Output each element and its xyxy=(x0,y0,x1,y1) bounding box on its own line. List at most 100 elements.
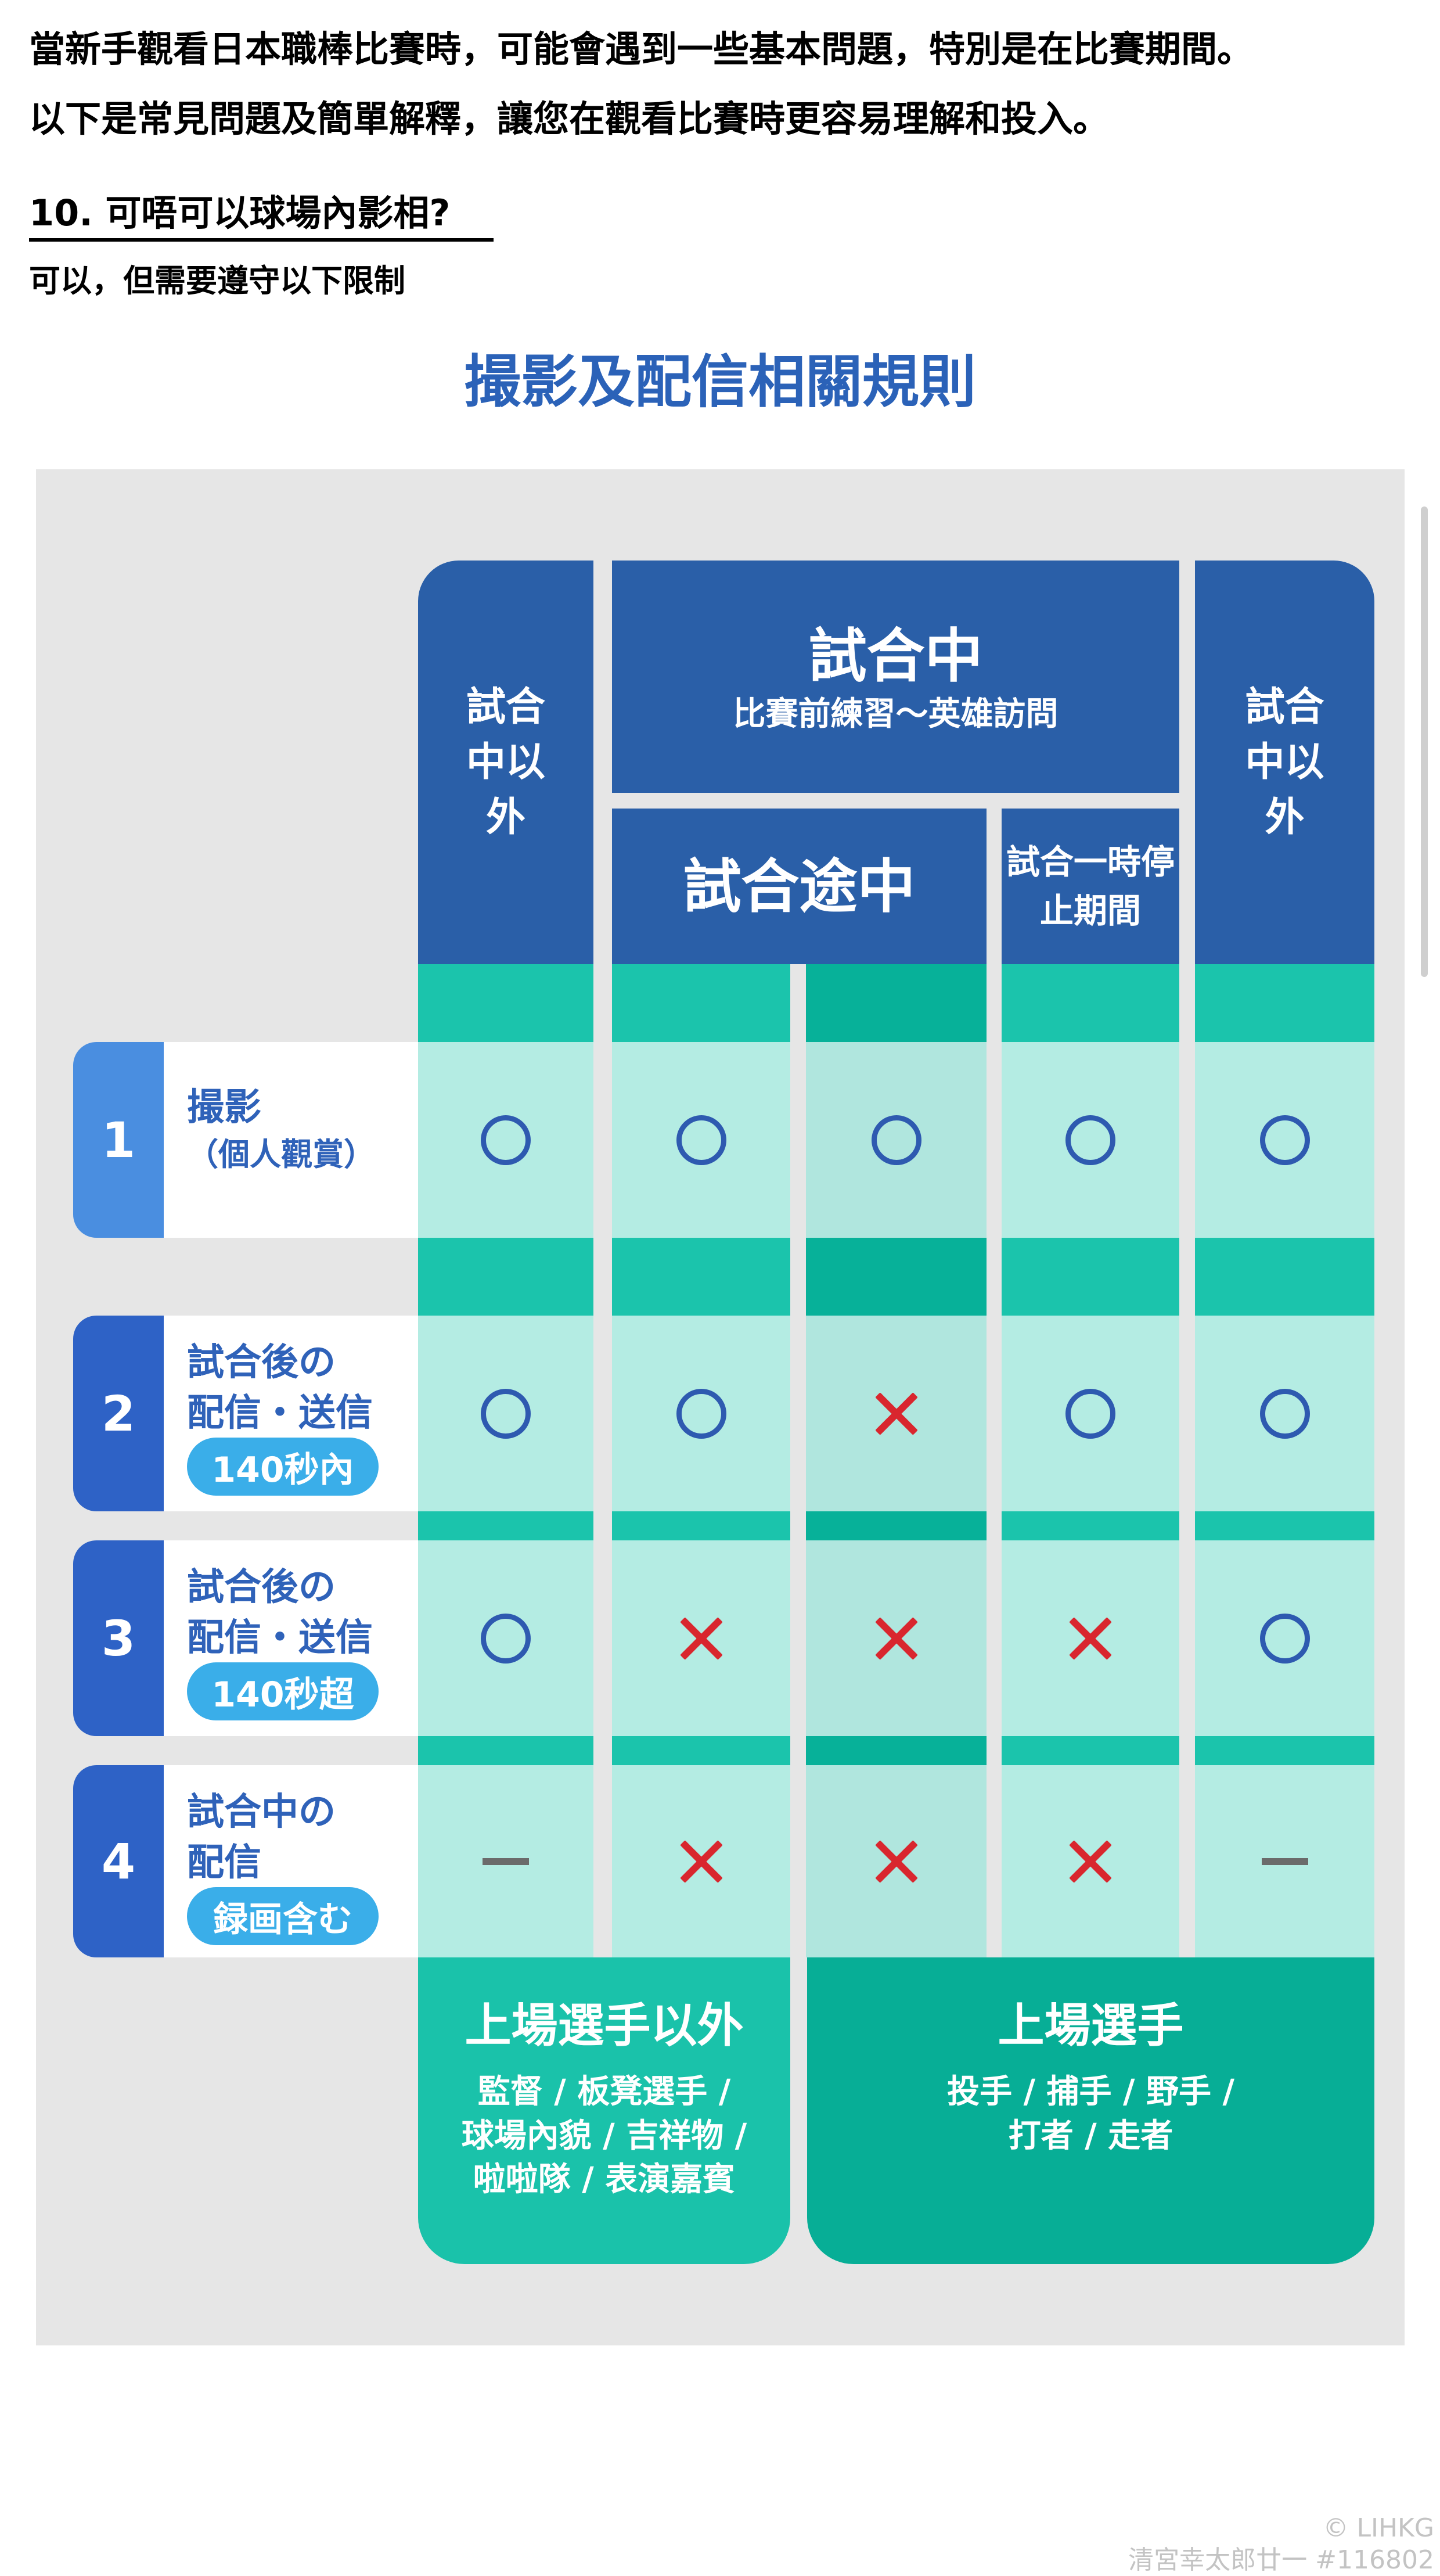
row-separator-strip xyxy=(418,964,593,1042)
footer-players-line: 打者 / 走者 xyxy=(1008,2117,1173,2155)
forbidden-cross-icon xyxy=(873,1615,920,1662)
rule-cell xyxy=(806,1765,987,1957)
row-label-line: 配信・送信 xyxy=(187,1392,373,1435)
watermark: © LIHKG 清宮幸太郎廿一 #116802 xyxy=(1086,2512,1434,2576)
footer-non-players-title: 上場選手以外 xyxy=(465,1999,744,2053)
time-limit-pill: 録画含む xyxy=(187,1887,379,1945)
allowed-circle-icon xyxy=(481,1613,531,1664)
row-separator-strip xyxy=(612,1238,790,1316)
intro-line-1: 當新手觀看日本職棒比賽時，可能會遇到一些基本問題，特別是在比賽期間。 xyxy=(29,28,1254,70)
header-outside-left: 試合中以外 xyxy=(418,561,593,964)
header-outside-left-label: 試合中以外 xyxy=(466,684,545,841)
row-label-line: 配信・送信 xyxy=(187,1616,373,1660)
allowed-circle-icon xyxy=(481,1115,531,1165)
row-separator-strip xyxy=(1195,1238,1374,1316)
question-title: 10. 可唔可以球場內影相? xyxy=(29,192,451,234)
header-outside-right-label: 試合中以外 xyxy=(1245,684,1324,841)
rule-cell xyxy=(1002,1540,1179,1736)
footer-non-players-line: 啦啦隊 / 表演嘉賓 xyxy=(473,2161,736,2199)
rules-heading: 撮影及配信相關規則 xyxy=(463,349,976,415)
footer-non-players-line: 球場內貌 / 吉祥物 / xyxy=(461,2117,747,2155)
row-separator-strip xyxy=(1002,1736,1179,1765)
row-label-line: （個人觀賞） xyxy=(187,1136,375,1173)
row-separator-strip xyxy=(1195,1511,1374,1540)
footer-non-players: 上場選手以外 監督 / 板凳選手 / 球場內貌 / 吉祥物 / 啦啦隊 / 表演… xyxy=(418,1957,790,2264)
rule-cell xyxy=(612,1316,790,1511)
row-separator-strip xyxy=(418,1238,593,1316)
footer-players-title: 上場選手 xyxy=(998,1999,1184,2053)
allowed-circle-icon xyxy=(1259,1613,1310,1664)
forbidden-cross-icon xyxy=(873,1838,920,1885)
row-separator-strip xyxy=(806,1736,987,1765)
header-in-play-label: 試合途中 xyxy=(683,852,916,921)
scrollbar[interactable] xyxy=(1421,506,1428,977)
row-separator-strip xyxy=(806,964,987,1042)
rule-cell xyxy=(418,1540,593,1736)
rule-cell xyxy=(1002,1765,1179,1957)
header-in-game-title: 試合中 xyxy=(808,622,983,690)
not-applicable-dash-icon xyxy=(483,1858,529,1865)
question-answer: 可以，但需要遵守以下限制 xyxy=(29,263,405,299)
allowed-circle-icon xyxy=(676,1388,726,1439)
allowed-circle-icon xyxy=(676,1115,726,1165)
allowed-circle-icon xyxy=(1065,1388,1115,1439)
row-number: 2 xyxy=(73,1316,164,1511)
rule-cell xyxy=(612,1765,790,1957)
forbidden-cross-icon xyxy=(1067,1615,1114,1662)
row-number: 1 xyxy=(73,1042,164,1238)
intro-line-2: 以下是常見問題及簡單解釋，讓您在觀看比賽時更容易理解和投入。 xyxy=(29,98,1110,140)
row-number: 3 xyxy=(73,1540,164,1736)
footer-non-players-line: 監督 / 板凳選手 / xyxy=(477,2073,731,2111)
header-in-game: 試合中 比賽前練習～英雄訪問 xyxy=(612,561,1179,793)
row-label-title: 試合中の配信 xyxy=(187,1787,336,1888)
row-separator-strip xyxy=(1195,1736,1374,1765)
allowed-circle-icon xyxy=(1259,1388,1310,1439)
row-separator-strip xyxy=(612,1511,790,1540)
rule-cell xyxy=(418,1316,593,1511)
row-separator-strip xyxy=(806,1511,987,1540)
row-label-line: 試合中の xyxy=(187,1791,336,1834)
time-limit-pill: 140秒內 xyxy=(187,1438,379,1496)
row-label-line: 配信 xyxy=(187,1841,261,1885)
row-separator-strip xyxy=(1002,964,1179,1042)
rule-cell xyxy=(612,1540,790,1736)
row-number: 4 xyxy=(73,1765,164,1957)
rule-cell xyxy=(1195,1042,1374,1238)
row-label: 試合中の配信録画含む xyxy=(164,1765,418,1957)
row-label-title: 試合後の配信・送信 xyxy=(187,1562,373,1664)
header-in-game-subtitle: 比賽前練習～英雄訪問 xyxy=(733,695,1059,733)
rule-cell xyxy=(612,1042,790,1238)
row-separator-strip xyxy=(418,1736,593,1765)
rule-cell xyxy=(1195,1540,1374,1736)
header-pause: 試合一時停止期間 xyxy=(1002,809,1179,964)
row-separator-strip xyxy=(612,1736,790,1765)
row-label-line: 試合後の xyxy=(187,1341,336,1384)
rule-cell xyxy=(418,1765,593,1957)
header-pause-label: 試合一時停止期間 xyxy=(1006,842,1175,930)
row-separator-strip xyxy=(806,1238,987,1316)
allowed-circle-icon xyxy=(1065,1115,1115,1165)
rule-cell xyxy=(806,1042,987,1238)
forbidden-cross-icon xyxy=(678,1838,725,1885)
rule-cell xyxy=(806,1540,987,1736)
row-label-line: 撮影 xyxy=(187,1086,261,1129)
row-label-title: 試合後の配信・送信 xyxy=(187,1338,373,1439)
footer-players-line: 投手 / 捕手 / 野手 / xyxy=(947,2073,1234,2111)
forbidden-cross-icon xyxy=(678,1615,725,1662)
footer-non-players-desc: 監督 / 板凳選手 / 球場內貌 / 吉祥物 / 啦啦隊 / 表演嘉賓 xyxy=(462,2070,747,2202)
forbidden-cross-icon xyxy=(1067,1838,1114,1885)
rule-cell xyxy=(1195,1316,1374,1511)
header-outside-right: 試合中以外 xyxy=(1195,561,1374,964)
rule-cell xyxy=(1002,1316,1179,1511)
lihkg-logo-icon: © xyxy=(1323,2513,1349,2543)
question-underline xyxy=(29,238,494,242)
rule-cell xyxy=(1002,1042,1179,1238)
row-label: 撮影 （個人觀賞） xyxy=(164,1042,418,1238)
allowed-circle-icon xyxy=(871,1115,921,1165)
row-label-title: 撮影 （個人觀賞） xyxy=(187,1083,375,1176)
rule-cell xyxy=(806,1316,987,1511)
time-limit-pill: 140秒超 xyxy=(187,1662,379,1720)
row-separator-strip xyxy=(1002,1511,1179,1540)
